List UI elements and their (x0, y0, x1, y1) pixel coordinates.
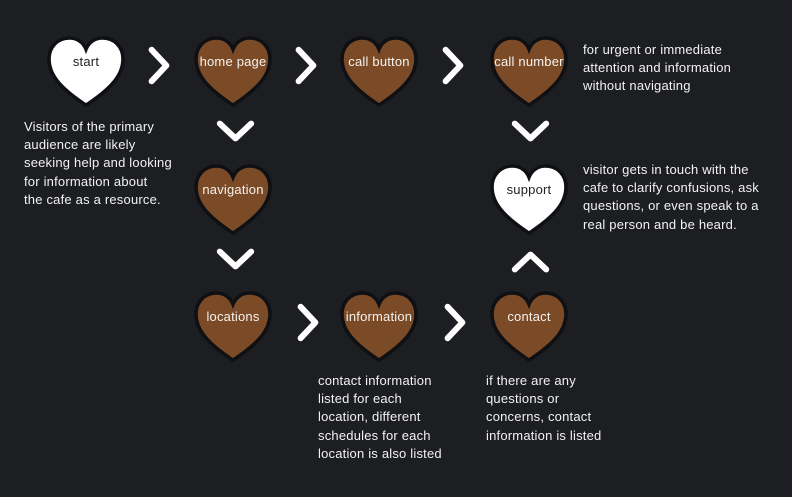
node-call-number: call number (485, 31, 573, 113)
heart-icon (490, 164, 568, 236)
heart-icon (47, 36, 125, 108)
node-contact: contact (485, 286, 573, 368)
heart-icon (340, 36, 418, 108)
note-start: Visitors of the primary audience are lik… (24, 119, 172, 207)
chevron-right-icon-locations-to-information (296, 302, 320, 343)
note-support: visitor gets in touch with the cafe to c… (583, 162, 759, 232)
node-support: support (485, 159, 573, 241)
chevron-down-icon-home-page-to-navigation (215, 119, 256, 143)
note-call-number: for urgent or immediate attention and in… (583, 42, 732, 94)
heart-icon (490, 36, 568, 108)
heart-icon (340, 291, 418, 363)
heart-icon (194, 164, 272, 236)
node-locations: locations (189, 286, 277, 368)
node-call-button: call button (335, 31, 423, 113)
chevron-right-icon-home-page-to-call-button (294, 45, 318, 86)
note-contact: if there are any questions or concerns, … (486, 373, 602, 443)
node-navigation: navigation (189, 159, 277, 241)
node-information: information (335, 286, 423, 368)
chevron-down-icon-call-number-to-support (510, 119, 551, 143)
heart-icon (194, 36, 272, 108)
chevron-right-icon-call-button-to-call-number (441, 45, 465, 86)
note-information: contact information listed for each loca… (318, 373, 442, 461)
chevron-right-icon-information-to-contact (443, 302, 467, 343)
chevron-up-icon-contact-to-support (510, 250, 551, 274)
node-start: start (42, 31, 130, 113)
node-home-page: home page (189, 31, 277, 113)
heart-icon (490, 291, 568, 363)
chevron-down-icon-navigation-to-locations (215, 247, 256, 271)
heart-icon (194, 291, 272, 363)
chevron-right-icon-start-to-home-page (147, 45, 171, 86)
